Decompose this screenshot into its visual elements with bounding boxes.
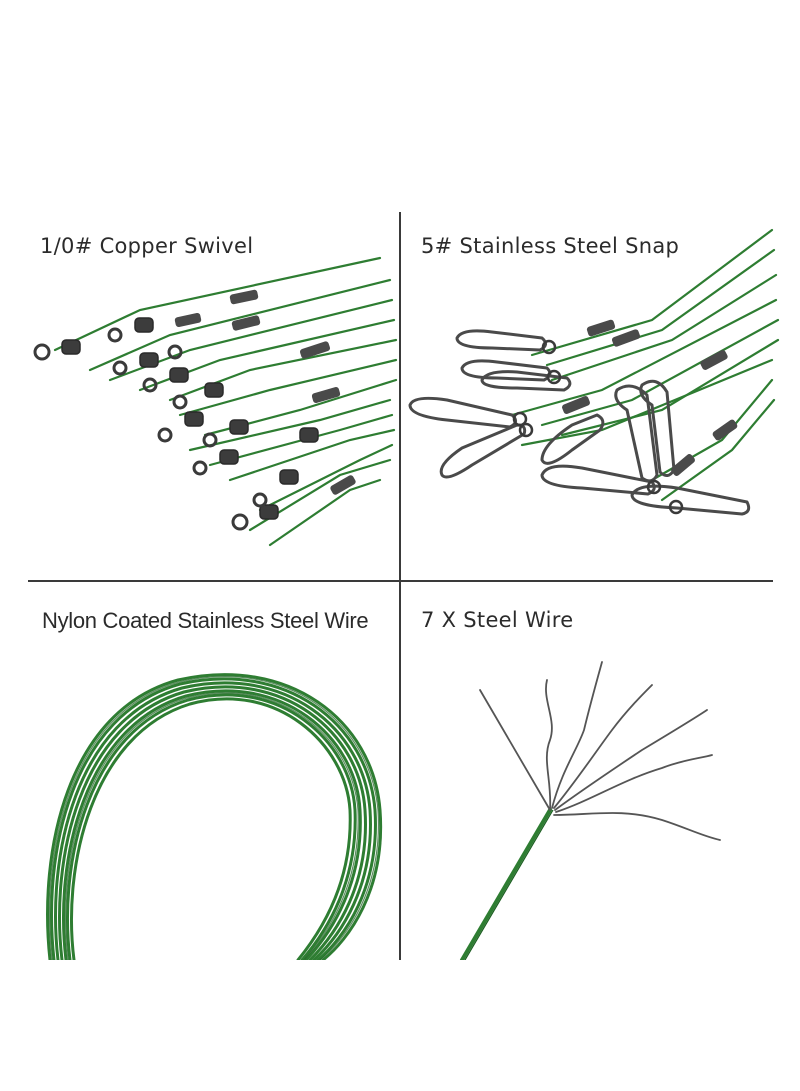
vertical-divider [399,212,401,960]
nylon-coated-wire-photo [28,650,398,960]
snap-leaders-photo [402,220,782,560]
swivel-leaders-photo [20,240,398,570]
caption-copper-swivel: 1/0# Copper Swivel [40,234,254,258]
steel-wire-strands-photo [402,650,782,960]
horizontal-divider [28,580,773,582]
caption-stainless-snap: 5# Stainless Steel Snap [421,234,680,258]
caption-nylon-wire: Nylon Coated Stainless Steel Wire [42,608,369,633]
caption-steel-wire: 7 X Steel Wire [421,608,574,632]
